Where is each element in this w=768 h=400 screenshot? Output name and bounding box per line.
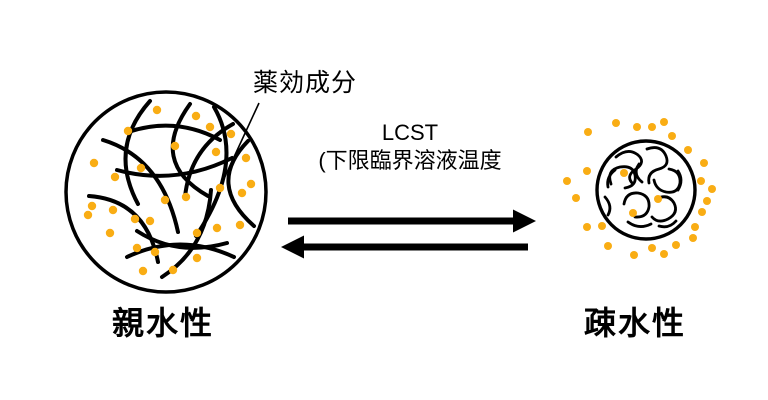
- released-drug-dot: [563, 177, 571, 185]
- drug-dot: [205, 122, 215, 132]
- released-drug-dot: [648, 123, 656, 131]
- drug-dot: [211, 147, 221, 157]
- hydrophobic-state-label: 疎水性: [584, 305, 687, 341]
- released-drug-dot: [584, 128, 592, 136]
- drug-dot: [87, 201, 97, 211]
- drug-dot: [138, 266, 148, 276]
- hydrophobic-particle-outline: [595, 139, 697, 241]
- hydrophilic-state-label: 親水性: [112, 305, 215, 341]
- polymer-chain: [170, 102, 210, 198]
- drug-dot: [170, 141, 180, 151]
- released-drug-dot: [708, 185, 716, 193]
- collapsed-polymer-chain: [614, 150, 643, 186]
- polymer-chain: [135, 229, 229, 250]
- drug-dot: [152, 105, 162, 115]
- drug-dot: [181, 192, 191, 202]
- released-drug-dot: [700, 159, 708, 167]
- collapsed-polymer-chain: [603, 195, 612, 217]
- drug-dot: [105, 228, 115, 238]
- released-drug-dot: [668, 132, 676, 140]
- released-drug-dot: [598, 222, 606, 230]
- polymer-chain: [226, 139, 256, 228]
- drug-component-label: 薬効成分: [253, 69, 358, 97]
- released-drug-dot: [689, 234, 697, 242]
- collapsed-polymer-chain: [657, 219, 678, 229]
- leader-line: [221, 102, 260, 184]
- drug-dot: [89, 158, 99, 168]
- released-drug-dot: [703, 197, 711, 205]
- released-drug-dot: [604, 242, 612, 250]
- drug-dot: [191, 111, 201, 121]
- collapsed-polymer-chain: [676, 169, 683, 192]
- lcst-abbreviation: LCST: [381, 120, 439, 145]
- drug-dot: [123, 126, 133, 136]
- released-drug-dot: [612, 119, 620, 127]
- drug-dot: [620, 169, 628, 177]
- released-drug-dot: [660, 118, 668, 126]
- reverse-arrowhead-icon: [281, 235, 304, 259]
- drug-dot: [160, 195, 170, 205]
- collapsed-polymer-chain: [626, 220, 653, 228]
- drug-dot: [192, 253, 202, 263]
- drug-dot: [226, 129, 236, 139]
- drug-dot: [654, 195, 662, 203]
- drug-dot: [168, 265, 178, 275]
- released-drug-dot: [684, 146, 692, 154]
- released-drug-dot: [583, 223, 591, 231]
- drug-dot: [150, 247, 160, 257]
- released-drug-dot: [648, 244, 656, 252]
- polymer-chain: [183, 122, 235, 199]
- drug-dot: [241, 153, 251, 163]
- released-drug-dot: [691, 223, 699, 231]
- collapsed-polymer-chain: [606, 168, 617, 189]
- drug-dot: [83, 210, 93, 220]
- collapsed-polymer-chain: [652, 167, 682, 194]
- collapsed-polymer-chain: [650, 195, 677, 223]
- polymer-chain: [115, 156, 234, 178]
- drug-dot: [246, 179, 256, 189]
- released-drug-dot: [572, 194, 580, 202]
- drug-dot: [132, 243, 142, 253]
- released-drug-dot: [583, 167, 591, 175]
- drug-dot: [212, 223, 222, 233]
- polymer-chain: [101, 138, 180, 234]
- forward-arrowhead-icon: [513, 209, 536, 233]
- released-drug-dot: [672, 241, 680, 249]
- drug-dot: [145, 216, 155, 226]
- drug-dot: [237, 188, 247, 198]
- drug-dot: [108, 205, 118, 215]
- drug-dot: [235, 220, 245, 230]
- collapsed-polymer-chain: [634, 162, 644, 184]
- drug-dot: [136, 163, 146, 173]
- polymer-chain: [126, 123, 222, 142]
- drug-dot: [110, 172, 120, 182]
- drug-dot: [215, 183, 225, 193]
- drug-dot: [192, 228, 202, 238]
- lcst-full-name: (下限臨界溶液温度: [318, 148, 502, 173]
- polymer-chain: [125, 242, 236, 259]
- released-drug-dot: [660, 250, 668, 258]
- drug-dot: [629, 209, 637, 217]
- released-drug-dot: [697, 177, 705, 185]
- lcst-label: LCST (下限臨界溶液温度: [298, 119, 522, 175]
- collapsed-polymer-chain: [622, 191, 651, 219]
- drug-dot: [130, 214, 140, 224]
- released-drug-dot: [633, 123, 641, 131]
- released-drug-dot: [698, 208, 706, 216]
- collapsed-polymer-chain: [645, 146, 669, 185]
- released-drug-dot: [630, 251, 638, 259]
